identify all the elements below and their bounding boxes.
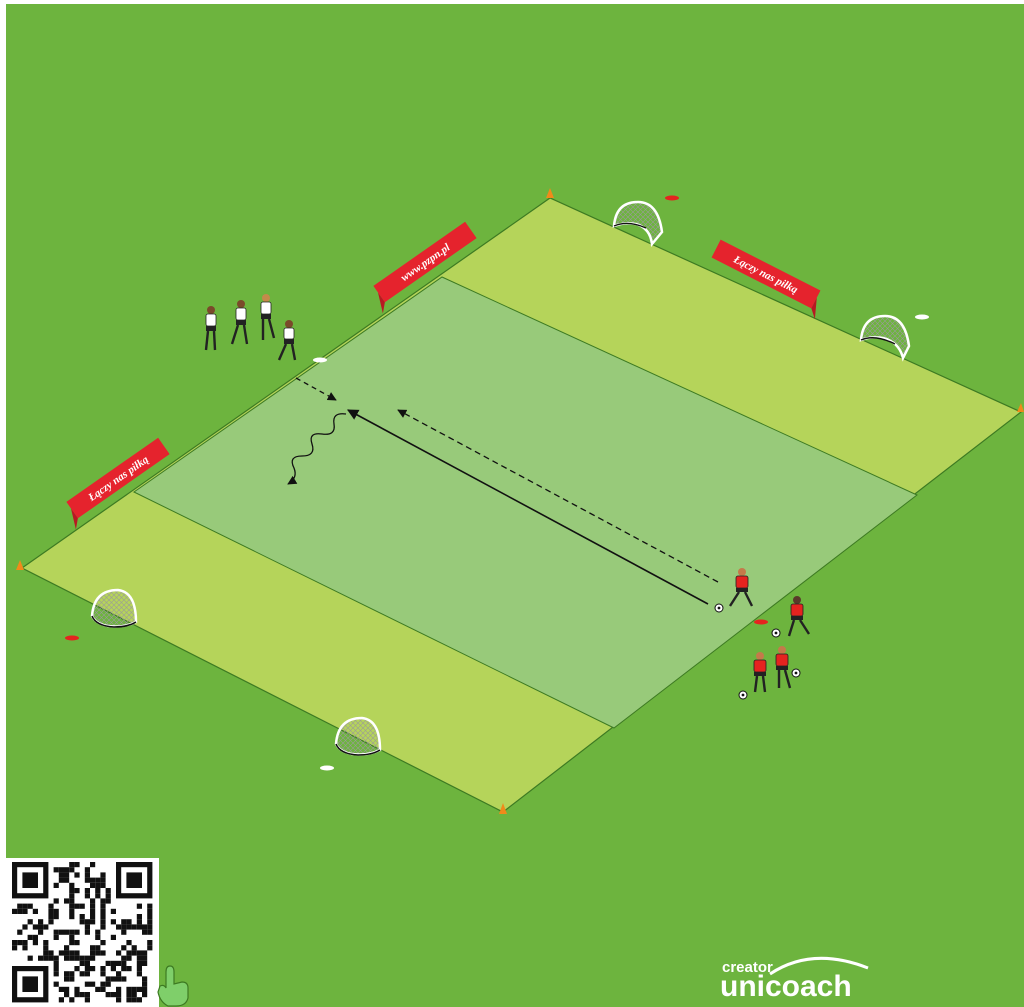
ball-icon (792, 669, 800, 677)
ball-icon (772, 629, 780, 637)
marker-disc-white (915, 315, 929, 320)
small-goal-bottom-left (92, 590, 136, 627)
ball-icon (739, 691, 747, 699)
logo-main-text: unicoach (720, 970, 852, 1003)
ball-icon (715, 604, 723, 612)
small-goal-bottom-right (336, 718, 380, 755)
marker-disc-red (65, 636, 79, 641)
qr-code-icon[interactable] (6, 858, 159, 1007)
marker-disc-white (313, 358, 327, 363)
marker-disc-red (754, 620, 768, 625)
marker-disc-white (320, 766, 334, 771)
marker-disc-red (665, 196, 679, 201)
